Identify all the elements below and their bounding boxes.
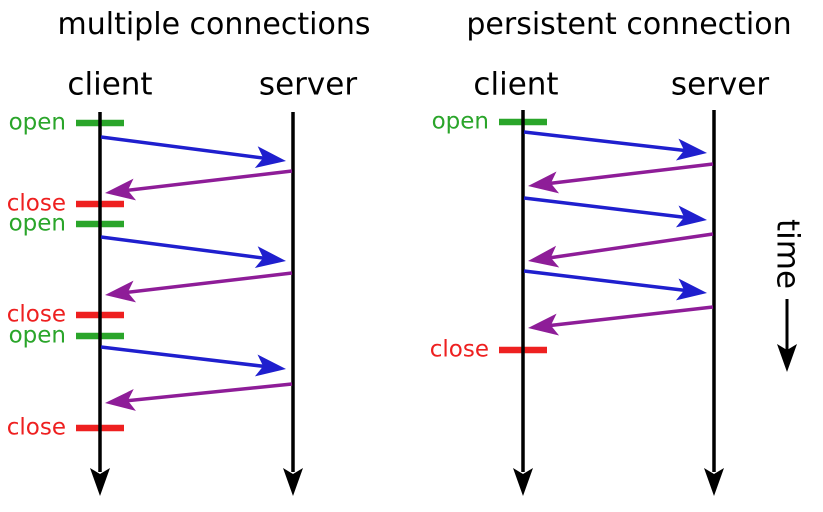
response-arrow-0-5-head [105, 389, 136, 411]
response-arrow-1-1-head [528, 171, 560, 194]
response-arrow-0-3-head [105, 280, 137, 303]
response-arrow-1-5-head [528, 313, 560, 336]
request-arrow-1-2-line [523, 196, 688, 220]
response-arrow-0-5-line [124, 382, 293, 403]
event-label-close: close [6, 190, 66, 217]
server-lifeline-head [283, 468, 303, 496]
response-arrow-1-3-line [547, 232, 714, 260]
request-arrow-1-0-line [523, 130, 688, 153]
right-server-label: server [670, 66, 770, 103]
request-arrow-1-4-head [675, 278, 707, 301]
event-label-open: open [8, 210, 66, 237]
event-label-close: close [429, 336, 489, 363]
request-arrow-0-0-head [254, 146, 286, 169]
time-arrow-head [777, 344, 797, 372]
event-label-close: close [6, 301, 66, 328]
left-client-label: client [67, 66, 153, 103]
client-lifeline-head [513, 468, 533, 496]
event-label-open: open [8, 322, 66, 349]
event-label-close: close [6, 414, 66, 441]
request-arrow-1-4-line [523, 269, 688, 293]
response-arrow-0-3-line [124, 271, 293, 295]
response-arrow-0-1-head [105, 178, 137, 201]
request-arrow-0-0-line [100, 135, 267, 161]
response-arrow-1-3-head [528, 245, 560, 268]
response-arrow-1-5-line [547, 305, 714, 328]
request-arrow-0-4-line [100, 345, 267, 369]
request-arrow-0-2-line [100, 235, 267, 261]
event-label-open: open [8, 109, 66, 136]
request-arrow-0-4-head [254, 354, 286, 377]
right-diagram-title: persistent connection [466, 7, 792, 42]
left-server-label: server [258, 66, 358, 103]
response-arrow-0-1-line [124, 169, 293, 193]
response-arrow-1-1-line [547, 162, 714, 186]
left-diagram-title: multiple connections [57, 7, 371, 42]
time-label: time [769, 218, 806, 290]
request-arrow-1-0-head [675, 138, 707, 161]
client-lifeline-head [90, 468, 110, 496]
request-arrow-1-2-head [675, 205, 707, 228]
request-arrow-0-2-head [254, 246, 286, 269]
server-lifeline-head [704, 468, 724, 496]
right-client-label: client [473, 66, 559, 103]
event-label-open: open [431, 108, 489, 135]
